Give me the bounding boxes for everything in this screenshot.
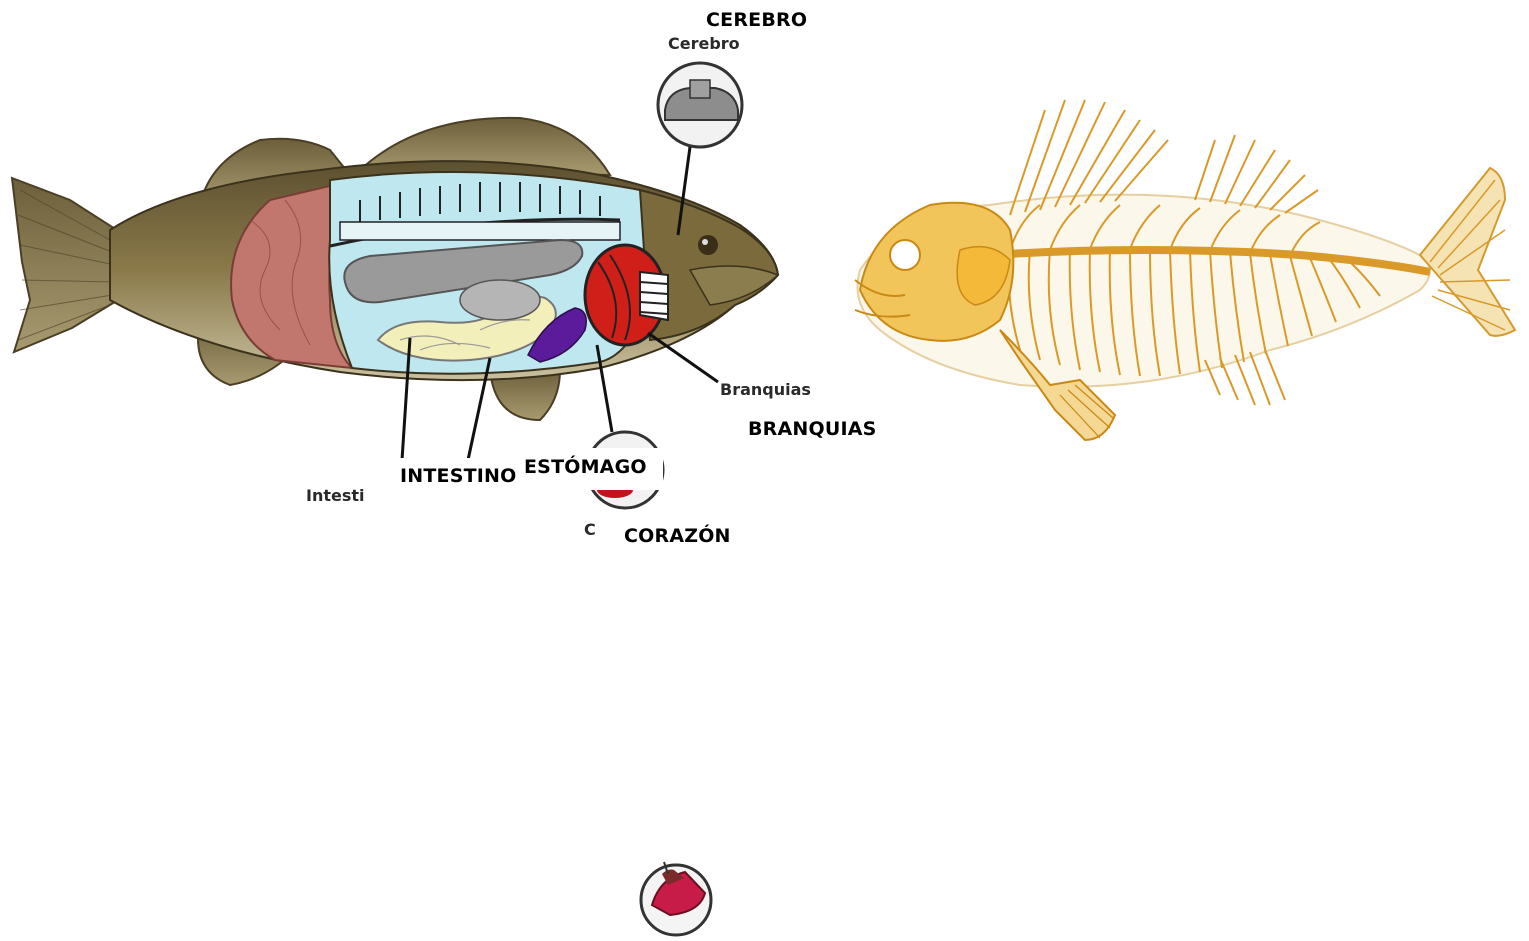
original-label-intestino: Intesti: [306, 486, 365, 505]
label-corazon: CORAZÓN: [624, 525, 731, 547]
original-label-cerebro: Cerebro: [668, 34, 740, 53]
original-label-corazon: C: [584, 520, 596, 539]
label-estomago: ESTÓMAGO: [524, 456, 647, 478]
label-cerebro: CEREBRO: [706, 9, 807, 31]
original-label-branquias: Branquias: [720, 380, 811, 399]
label-intestino: INTESTINO: [400, 465, 516, 487]
label-branquias: BRANQUIAS: [748, 418, 877, 440]
skeleton-eye-socket: [890, 240, 920, 270]
skeleton-tail: [1420, 168, 1515, 336]
